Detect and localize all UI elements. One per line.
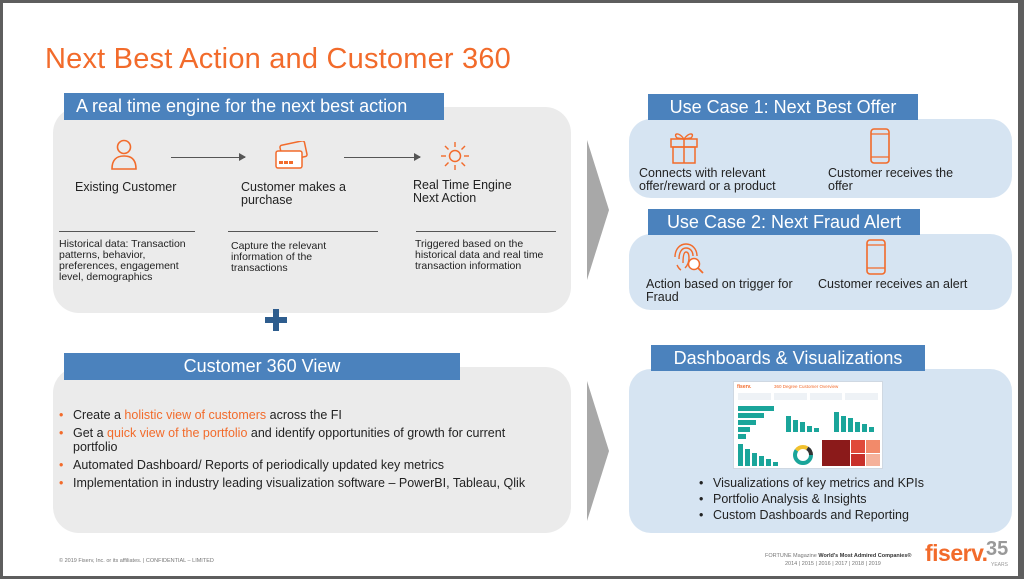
step-1-desc: Historical data: Transaction patterns, b… [59, 238, 186, 283]
dash-bullet-1: Visualizations of key metrics and KPIs [699, 476, 999, 490]
slide: Next Best Action and Customer 360 A real… [3, 3, 1018, 576]
footer-copyright: © 2019 Fiserv, Inc. or its affiliates. |… [59, 558, 214, 564]
c360-bullet-3: Automated Dashboard/ Reports of periodic… [59, 458, 549, 472]
footer-years: 2014 | 2015 | 2016 | 2017 | 2018 | 2019 [785, 561, 881, 567]
highlight-holistic: holistic view of customers [124, 408, 267, 422]
fiserv-logo: fiserv. [925, 540, 988, 566]
gift-icon [670, 133, 698, 164]
step-3-desc: Triggered based on the historical data a… [415, 238, 544, 272]
divider-3 [416, 231, 556, 232]
thumb-columns-right [834, 408, 878, 432]
uc2-header: Use Case 2: Next Fraud Alert [648, 209, 920, 235]
uc2-left-text: Action based on trigger for Fraud [646, 277, 793, 304]
thumb-columns [786, 410, 826, 432]
thumb-heatmap [822, 440, 880, 466]
mobile-phone-icon [870, 128, 890, 164]
footer-fortune: FORTUNE Magazine World's Most Admired Co… [765, 553, 912, 559]
customer-icon [111, 139, 137, 170]
uc2-right-text: Customer receives an alert [818, 277, 968, 291]
highlight-quick-view: quick view of the portfolio [107, 426, 248, 440]
uc1-header: Use Case 1: Next Best Offer [648, 94, 918, 120]
c360-header: Customer 360 View [64, 353, 460, 380]
dash-bullet-3: Custom Dashboards and Reporting [699, 508, 999, 522]
flow-arrow-2 [344, 153, 421, 161]
c360-bullets: Create a holistic view of customers acro… [59, 408, 549, 494]
dashboard-thumbnail: fiserv. 360 Degree Customer Overview [733, 381, 883, 469]
step-2-desc: Capture the relevant information of the … [231, 240, 327, 274]
divider-2 [228, 231, 378, 232]
anniversary-label: YEARS [991, 562, 1008, 568]
step-2-label: Customer makes a purchase [241, 180, 346, 207]
sun-icon [441, 142, 469, 170]
c360-bullet-4: Implementation in industry leading visua… [59, 476, 549, 490]
step-1-label: Existing Customer [75, 180, 177, 194]
slide-title: Next Best Action and Customer 360 [45, 43, 512, 75]
thumb-title: 360 Degree Customer Overview [774, 384, 839, 389]
chevron-right-lower [587, 381, 609, 521]
chevron-right-upper [587, 140, 609, 280]
divider-1 [59, 231, 195, 232]
uc1-panel [629, 119, 1012, 198]
thumb-columns-bottom [738, 442, 782, 466]
dash-header: Dashboards & Visualizations [651, 345, 925, 371]
c360-bullet-2: Get a quick view of the portfolio and id… [59, 426, 549, 454]
flow-arrow-1 [171, 153, 246, 161]
credit-card-icon [275, 141, 308, 169]
dash-bullets: Visualizations of key metrics and KPIs P… [699, 476, 999, 524]
thumb-donut [793, 445, 813, 465]
anniversary-number: 35 [986, 538, 1009, 560]
engine-header: A real time engine for the next best act… [64, 93, 444, 120]
plus-icon [265, 309, 287, 331]
uc1-right-text: Customer receives the offer [828, 166, 954, 193]
fingerprint-icon [674, 243, 704, 274]
mobile-phone-icon [866, 239, 886, 275]
dash-bullet-2: Portfolio Analysis & Insights [699, 492, 999, 506]
engine-panel [53, 107, 571, 313]
thumb-logo: fiserv. [737, 384, 752, 390]
c360-bullet-1: Create a holistic view of customers acro… [59, 408, 549, 422]
uc1-left-text: Connects with relevant offer/reward or a… [639, 166, 776, 193]
step-3-label: Real Time Engine Next Action [413, 178, 512, 205]
thumb-bars-left [738, 406, 778, 439]
